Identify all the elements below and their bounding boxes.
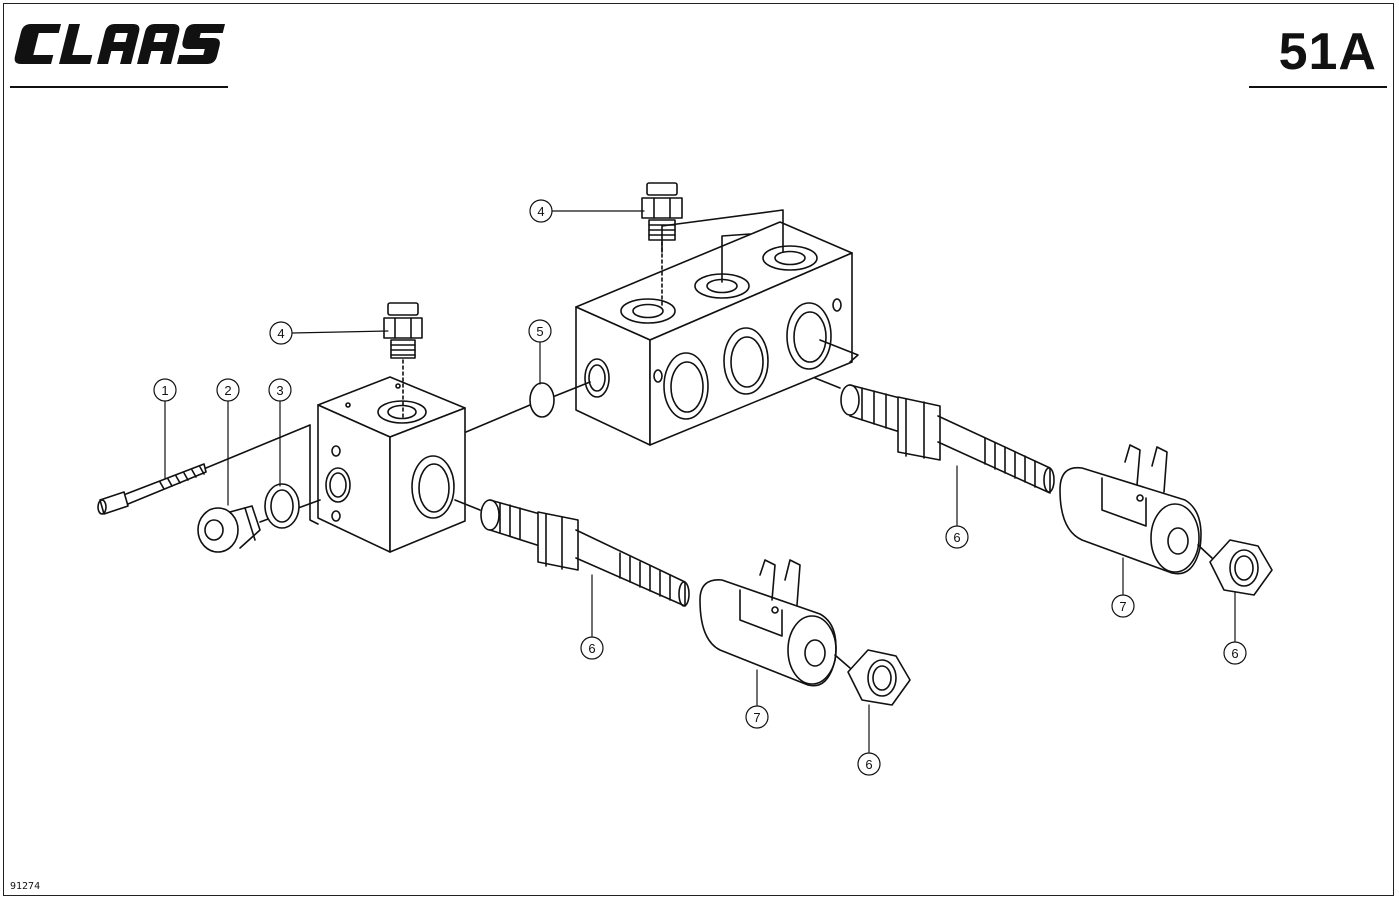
drawing-frame	[3, 3, 1394, 896]
o-ring	[465, 381, 591, 433]
drawing-number: 91274	[10, 881, 41, 892]
port-bracket-right	[819, 339, 859, 363]
svg-text:6: 6	[953, 530, 960, 545]
svg-text:2: 2	[224, 383, 231, 398]
callout-4-small-block: 4	[269, 321, 293, 345]
sheet-number-underline	[1249, 86, 1387, 88]
logo-underline	[10, 86, 228, 88]
cap-screw	[97, 424, 311, 515]
svg-text:4: 4	[277, 326, 284, 341]
svg-text:7: 7	[1119, 599, 1126, 614]
svg-text:7: 7	[753, 710, 760, 725]
small-valve-block	[317, 376, 466, 553]
callout-1: 1	[153, 378, 177, 402]
solenoid-coil-left	[699, 559, 837, 687]
large-valve-block	[575, 221, 853, 446]
cartridge-valve-left	[454, 499, 690, 607]
port-bracket-top	[661, 209, 784, 253]
svg-text:6: 6	[588, 641, 595, 656]
callout-leaders	[164, 210, 1236, 753]
svg-text:1: 1	[161, 383, 168, 398]
callout-4-large-block: 4	[529, 199, 553, 223]
port-bracket-mid	[721, 233, 751, 283]
callout-5: 5	[528, 319, 552, 343]
callout-2: 2	[216, 378, 240, 402]
claas-logo	[14, 24, 226, 64]
sheet-number: 51A	[1278, 23, 1377, 81]
cartridge-valve-right	[814, 377, 1055, 494]
nut-left	[834, 649, 911, 706]
callout-6-right-valve: 6	[945, 525, 969, 549]
svg-text:6: 6	[865, 757, 872, 772]
callout-3: 3	[268, 378, 292, 402]
callout-7-left-coil: 7	[745, 705, 769, 729]
callout-6-left-nut: 6	[857, 752, 881, 776]
svg-text:3: 3	[276, 383, 283, 398]
callouts: 1 2 3 4 4 5 6 6 6 6 7 7	[153, 199, 1247, 776]
svg-text:4: 4	[537, 204, 544, 219]
bolt-axis-bracket	[309, 424, 319, 525]
solenoid-coil-right	[1059, 444, 1202, 575]
callout-7-right-coil: 7	[1111, 594, 1135, 618]
callout-6-right-nut: 6	[1223, 641, 1247, 665]
nut-right	[1197, 539, 1273, 596]
callout-6-left-valve: 6	[580, 636, 604, 660]
svg-text:5: 5	[536, 324, 543, 339]
svg-text:6: 6	[1231, 646, 1238, 661]
seal-ring	[264, 483, 300, 529]
screw-plug	[197, 499, 321, 553]
